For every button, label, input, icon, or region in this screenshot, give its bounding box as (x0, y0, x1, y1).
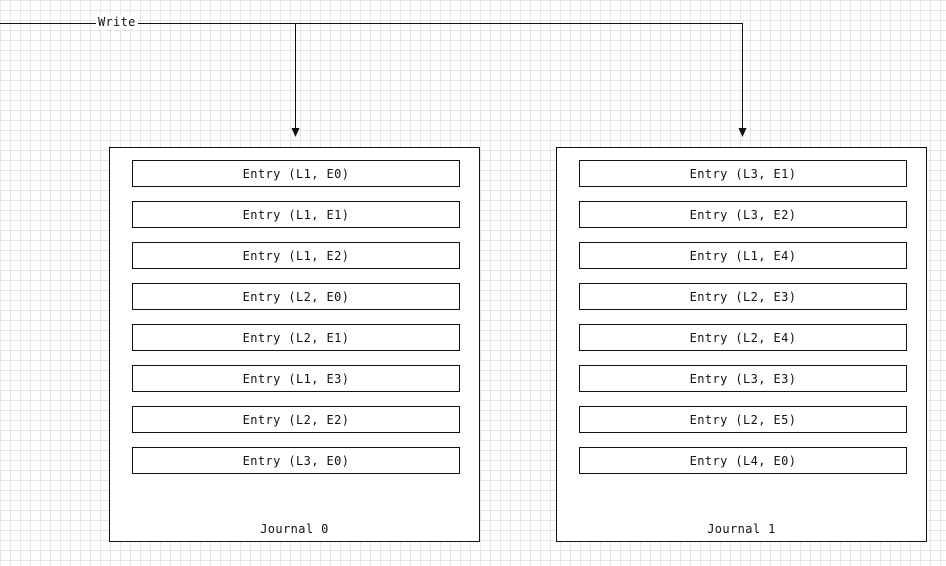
journal-entry: Entry (L1, E2) (132, 242, 460, 269)
journal-label: Journal 0 (260, 522, 329, 536)
journal-entry: Entry (L1, E4) (579, 242, 907, 269)
write-line-main-segment (136, 23, 743, 128)
journal-entry: Entry (L3, E1) (579, 160, 907, 187)
journal-entry: Entry (L3, E2) (579, 201, 907, 228)
journal-entry: Entry (L2, E3) (579, 283, 907, 310)
journal-entry: Entry (L2, E2) (132, 406, 460, 433)
arrowhead-journal-1 (738, 128, 747, 137)
journal-entry: Entry (L1, E1) (132, 201, 460, 228)
journal-entry: Entry (L2, E1) (132, 324, 460, 351)
journal-entry: Entry (L1, E0) (132, 160, 460, 187)
journal-0: Entry (L1, E0) Entry (L1, E1) Entry (L1,… (109, 147, 480, 542)
journal-entry: Entry (L2, E4) (579, 324, 907, 351)
journal-entry: Entry (L3, E3) (579, 365, 907, 392)
journal-label: Journal 1 (707, 522, 776, 536)
journal-entry: Entry (L2, E5) (579, 406, 907, 433)
write-label: Write (96, 15, 138, 29)
journal-1: Entry (L3, E1) Entry (L3, E2) Entry (L1,… (556, 147, 927, 542)
journal-entry: Entry (L4, E0) (579, 447, 907, 474)
journal-entry: Entry (L2, E0) (132, 283, 460, 310)
arrowhead-journal-0 (291, 128, 300, 137)
journal-entry: Entry (L3, E0) (132, 447, 460, 474)
journal-entry: Entry (L1, E3) (132, 365, 460, 392)
